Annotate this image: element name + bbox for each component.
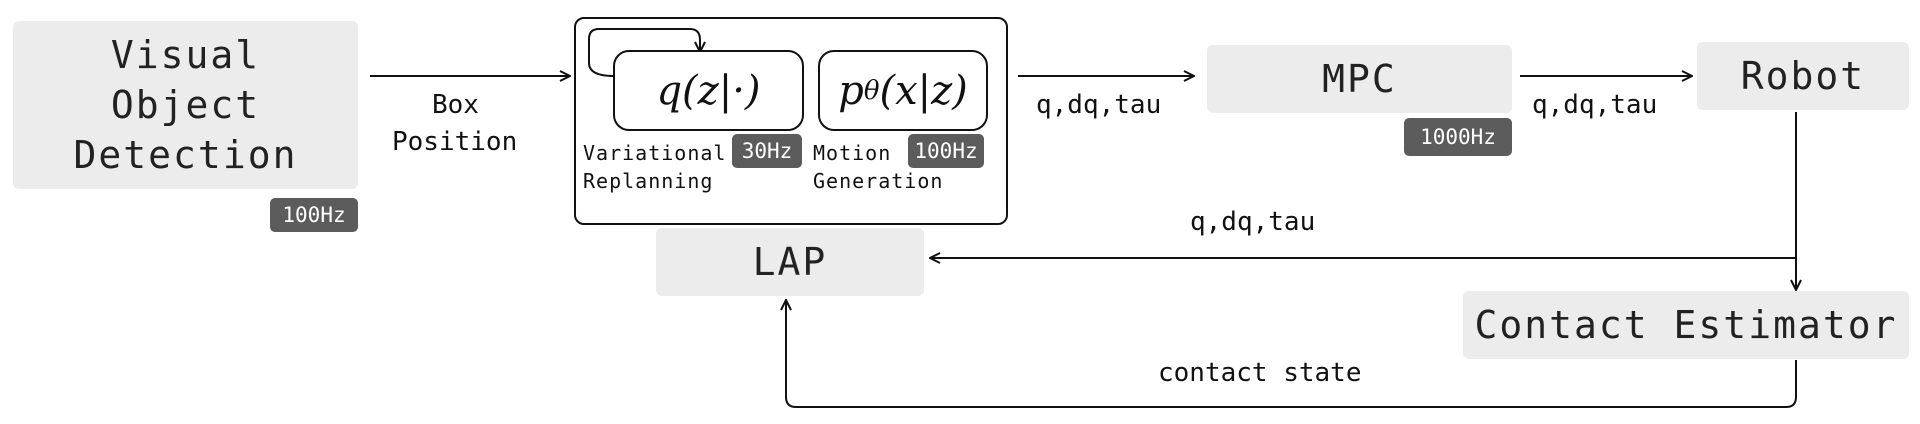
robot-to-lap-label: q,dq,tau [1190,207,1316,237]
robot-node: Robot [1697,42,1909,110]
mpc-node: MPC [1207,45,1512,113]
motion-formula-rest: (x|z) [879,67,968,114]
variational-formula-box: q(z|·) [613,50,804,131]
planner-group-box [574,17,1008,225]
variational-label-line2: Replanning [583,169,714,193]
variational-formula: q(z|·) [656,67,761,114]
robot-label: Robot [1740,54,1866,98]
contact-estimator-label: Contact Estimator [1474,303,1898,347]
visual-label-line3: Detection [73,133,298,177]
visual-label-line1: Visual [110,33,261,77]
motion-formula-main: p [838,67,864,114]
lap-node: LAP [656,228,924,296]
motion-label-line1: Motion [813,141,892,165]
box-position-label-line2: Position [392,127,518,157]
lap-label: LAP [752,240,828,284]
planner-to-mpc-label: q,dq,tau [1036,90,1162,120]
motion-label-line2: Generation [813,169,944,193]
motion-rate-badge: 100Hz [908,134,984,168]
motion-formula-sub: θ [863,75,880,106]
visual-object-detection-node: Visual Object Detection [13,21,358,189]
variational-label-line1: Variational [583,141,727,165]
box-position-label-line1: Box [432,90,479,120]
variational-rate-badge: 30Hz [732,134,802,168]
mpc-rate-badge: 1000Hz [1404,118,1512,156]
arrow-contact-to-lap [786,300,1797,408]
arrow-variational-self-loop [588,28,700,77]
visual-label-line2: Object [110,83,261,127]
contact-estimator-node: Contact Estimator [1463,291,1909,359]
mpc-to-robot-label: q,dq,tau [1532,90,1658,120]
visual-rate-badge: 100Hz [270,198,358,232]
mpc-label: MPC [1322,57,1397,101]
contact-state-label: contact state [1158,358,1362,388]
